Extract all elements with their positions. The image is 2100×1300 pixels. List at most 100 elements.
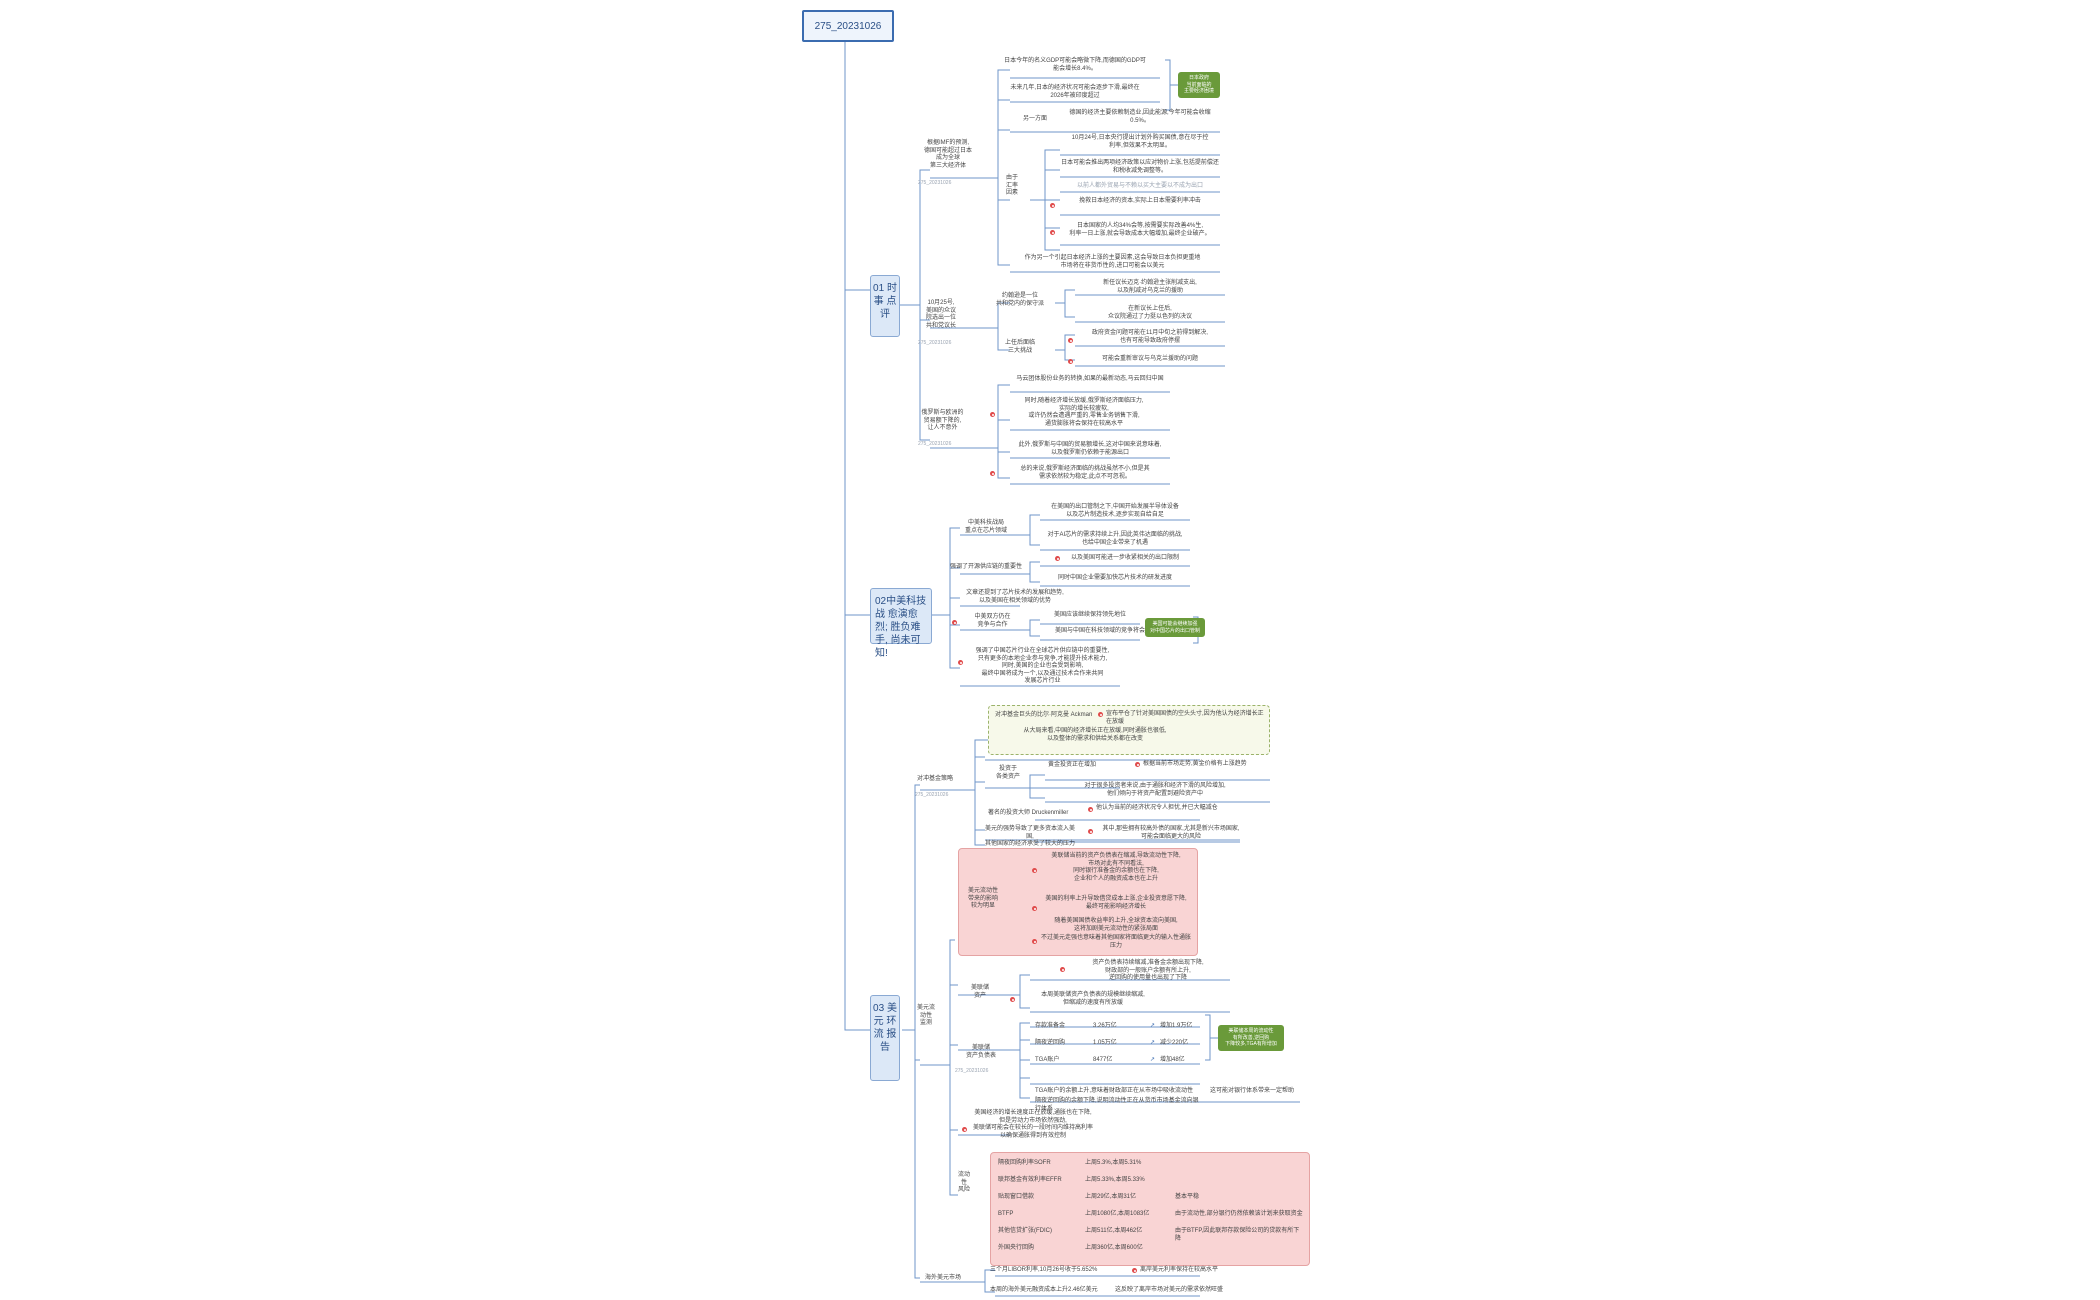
s1-t1-item-4[interactable]: 日本可能会推出两项经济政策以应对物价上涨,包括提前偿还 和税收减免调整等。	[1061, 160, 1219, 174]
s3-t1-item-7[interactable]: 著名的投资大师 Druckenmiller	[988, 810, 1069, 816]
s3-t1-item-1[interactable]: 宣布平仓了针对美国国债的空头头寸,因为他认为经济增长正在放缓	[1106, 711, 1264, 725]
s2-label-0[interactable]: 中美科技战局 重点在芯片领域	[964, 520, 1007, 534]
s1-t2-item-1[interactable]: 在新议长上任后, 众议院通过了力挺以色列的决议	[1107, 306, 1192, 320]
s3-liq-c-item-1[interactable]: 隔夜逆回购的余额下降,说明流动性正在从货币市场基金流向银行体系	[1035, 1098, 1199, 1112]
risk-row-key[interactable]: 外国央行回购	[998, 1245, 1035, 1251]
s3-last-item-0[interactable]: 三个月LIBOR利率,10月26号收于5.652%	[990, 1267, 1098, 1273]
s3-red1-item-0[interactable]: 美联储当前的资产负债表在缩减,导致流动性下降, 市场对此有不同看法, 同时银行准…	[1051, 853, 1181, 882]
s1-t2-item-0[interactable]: 新任议长迈克·约翰逊主张削减支出, 以及削减对乌克兰的援助	[1103, 280, 1197, 294]
risk-row-value[interactable]: 上周511亿,本周462亿	[1085, 1228, 1143, 1234]
s2-item-6[interactable]: 强调了中国芯片行业在全球芯片供应链中的重要性, 只有更多的本地企业参与竞争,才能…	[975, 648, 1110, 684]
s3-table-tag[interactable]: 美联储本周的流动性 有所改善,逆回购 下降较多,TGA有所增加	[1218, 1025, 1284, 1051]
s3-topic-1[interactable]: 对冲基金策略	[916, 776, 953, 782]
s2-item-2[interactable]: 以及美国可能进一步收紧相关的出口限制	[1070, 555, 1179, 561]
s2-label-3[interactable]: 中美双方仍在 竞争与合作	[974, 614, 1011, 628]
s3-t1-item-5[interactable]: 根据当前市场走势,黄金价格有上涨趋势	[1143, 761, 1247, 767]
risk-row-value[interactable]: 上周5.33%,本周5.33%	[1085, 1177, 1145, 1183]
s1-t1-label-1[interactable]: 由于 汇率 因素	[1005, 175, 1018, 196]
s3-red2-label[interactable]: 流动 性 风险	[957, 1172, 970, 1193]
section-02[interactable]: 02中美科技战 愈演愈烈; 胜负难手, 尚未可知!	[870, 588, 932, 659]
table-row-key[interactable]: TGA账户	[1035, 1057, 1060, 1063]
s2-item-1[interactable]: 对于AI芯片的需求持续上升,因此英伟达面临的挑战, 也给中国企业带来了机遇	[1047, 532, 1183, 546]
s2-label-2[interactable]: 文章还提到了芯片技术的发展和趋势, 以及美国在相关领域的优势	[966, 590, 1064, 604]
s1-t2-label-0[interactable]: 约翰逊是一位 共和党内的保守派	[995, 293, 1044, 307]
s2-item-3[interactable]: 同时中国企业需要加快芯片技术的研发进度	[1057, 575, 1172, 581]
s1-t1-item-0[interactable]: 日本今年的名义GDP可能会略微下降,而德国的GDP可 能会增长8.4%。	[1004, 58, 1146, 72]
priority-icon	[990, 471, 995, 476]
s1-t1-item-7[interactable]: 日本国家的人均34%会等,按需要实际改善4%生, 利率一日上涨,就会导致成本大幅…	[1069, 223, 1211, 237]
s1-topic-2[interactable]: 10月25号, 美国的众议 院选出一位 共和党议长	[925, 300, 956, 329]
risk-row-key[interactable]: 贴现窗口借款	[998, 1194, 1035, 1200]
s3-t1-item-8[interactable]: 他认为当前的经济状况令人担忧,并已大幅减仓	[1096, 805, 1218, 811]
s3-liq-b[interactable]: 美联储 资产负债表	[965, 1045, 996, 1059]
s3-red1-item-2[interactable]: 随着美国国债收益率的上升,全球资本流向美国, 这将加剧美元流动性的紧张局面	[1054, 918, 1178, 932]
s1-t3-item-1[interactable]: 同时,随着经济增长放缓,俄罗斯经济面临压力, 实际的增长较疲软, 或许仍然会遭遇…	[1024, 398, 1144, 427]
s2-item-4[interactable]: 美国应该继续保持领先地位	[1053, 612, 1126, 618]
s3-t1-item-2[interactable]: 从大局来看,中国的经济增长正在放缓,同时通胀也很低, 以及整体的需求和供给关系都…	[1023, 728, 1167, 742]
table-row-value[interactable]: 8477亿	[1093, 1057, 1113, 1063]
s1-topic-1[interactable]: 根据IMF的预测, 德国可能超过日本 成为全球 第三大经济体	[923, 140, 972, 169]
s1-t1-item-1[interactable]: 未来几年,日本的经济状况可能会逐步下滑,最终在 2026年被印度超过	[1010, 85, 1140, 99]
table-row-key[interactable]: 存款准备金	[1035, 1023, 1066, 1029]
risk-row-value[interactable]: 上周5.3%,本周5.31%	[1085, 1160, 1142, 1166]
table-row-value[interactable]: 1.05万亿	[1093, 1040, 1117, 1046]
s1-t1-item-2[interactable]: 德国的经济主要依赖制造业,因此能源,今年可能会收缩 0.5%。	[1069, 110, 1211, 124]
section-03[interactable]: 03 美 元 环 流 报 告	[870, 995, 900, 1081]
s2-item-5[interactable]: 美国与中国在科技领域的竞争将会越来越激烈	[1054, 628, 1175, 634]
risk-row-key[interactable]: BTFP	[998, 1211, 1014, 1217]
s1-t2-label-1[interactable]: 上任后面临 三大挑战	[1004, 340, 1035, 354]
s3-t1-item-4[interactable]: 黄金投资正在增加	[1048, 762, 1097, 768]
s2-side-tag[interactable]: 美国可能会继续加强 对中国芯片的出口管制	[1145, 618, 1205, 637]
s2-label-1[interactable]: 强调了开源供应链的重要性	[950, 564, 1023, 570]
s3-topic-last[interactable]: 海外美元市场	[924, 1275, 961, 1281]
s1-t3-item-2[interactable]: 此外,俄罗斯与中国的贸易额增长,这对中国来说意味着, 以及俄罗斯仍依赖于能源出口	[1018, 442, 1162, 456]
s3-last-item-1[interactable]: 离岸美元利率保持在较高水平	[1140, 1267, 1219, 1273]
s1-t1-label-0[interactable]: 另一方面	[1022, 116, 1047, 122]
s3-liq-a-item-1[interactable]: 本周美联储资产负债表的规模继续缩减, 但缩减的速度有所放缓	[1041, 992, 1145, 1006]
s1-topic-3[interactable]: 俄罗斯与欧洲的 贸易额下降的, 让人不意外	[921, 410, 964, 431]
table-row-delta[interactable]: 增加48亿	[1160, 1057, 1185, 1063]
s3-misc[interactable]: 美国经济的增长速度正在放缓,通胀也在下降, 但是劳动力市场依然强劲, 美联储可能…	[972, 1110, 1093, 1139]
s3-liq-a-item-0[interactable]: 资产负债表持续缩减,准备金余额出现下降, 财政部的一般账户余额有所上升, 逆回购…	[1092, 960, 1204, 981]
s1-t2-item-3[interactable]: 可能会重新审议与乌克兰援助的问题	[1101, 356, 1198, 362]
s1-t3-item-3[interactable]: 总的来说,俄罗斯经济面临的挑战虽然不小,但是其 需求依然较为稳定,此点不可忽视。	[1020, 466, 1150, 480]
table-row-key[interactable]: 隔夜逆回购	[1035, 1040, 1066, 1046]
s3-t1-item-0[interactable]: 对冲基金巨头的比尔·阿克曼 Ackman	[995, 712, 1093, 718]
s3-liq-c-item-2[interactable]: 这可能对银行体系带来一定帮助	[1210, 1088, 1295, 1094]
risk-row-key[interactable]: 其他信贷扩张(FDIC)	[998, 1228, 1052, 1234]
s3-red1-label[interactable]: 美元流动性 带来的影响 较为明显	[967, 888, 998, 909]
table-row-delta[interactable]: 增加1.9万亿	[1160, 1023, 1193, 1029]
s3-t1-item-10[interactable]: 其中,那些拥有较高外债的国家,尤其是新兴市场国家, 可能会面临更大的风险	[1102, 826, 1240, 840]
table-row-delta[interactable]: 减少220亿	[1160, 1040, 1189, 1046]
risk-row-value[interactable]: 上周360亿,本周600亿	[1085, 1245, 1143, 1251]
s3-t1-item-3[interactable]: 投资于 各类资产	[995, 766, 1020, 780]
s1-t1-item-3[interactable]: 10月24号,日本央行提出计划外购买国债,意在尽于控 利率,但效果不太明显。	[1071, 135, 1209, 149]
risk-row-note[interactable]: 由于流动性,部分银行仍然依赖该计划来获取资金	[1175, 1211, 1303, 1217]
s1-t3-item-0[interactable]: 马云团体股份业务的转换,如果的最新动态,马云回归中国	[1016, 376, 1164, 382]
s3-liq-a[interactable]: 美联储 资产	[970, 985, 989, 999]
risk-row-value[interactable]: 上周29亿,本周31亿	[1085, 1194, 1137, 1200]
s2-item-0[interactable]: 在美国的出口管制之下,中国开始发展半导体设备 以及芯片制造技术,逐步实现自给自足	[1051, 504, 1179, 518]
s3-last-item-2[interactable]: 本周的海外美元融资成本上升2.46亿美元	[990, 1287, 1098, 1293]
s3-red1-item-1[interactable]: 美国的利率上升导致借贷成本上涨,企业投资意愿下降, 最终可能影响经济增长	[1045, 896, 1187, 910]
risk-row-note[interactable]: 基本平稳	[1175, 1194, 1200, 1200]
section-01[interactable]: 01 时 事 点 评	[870, 275, 900, 337]
s1-t1-item-6[interactable]: 挽救日本经济的资本,实际上日本需要利率冲击	[1079, 198, 1201, 204]
s3-last-item-3[interactable]: 这反映了离岸市场对美元的需求依然旺盛	[1115, 1287, 1224, 1293]
s3-liq-c-item-0[interactable]: TGA账户的余额上升,意味着财政部正在从市场中吸收流动性	[1035, 1088, 1194, 1094]
s3-t1-item-6[interactable]: 对于很多投资者来说,由于通胀和经济下滑的风险增加, 他们倾向于将资产配置到避险资…	[1084, 783, 1226, 797]
risk-row-key[interactable]: 联邦基金有效利率EFFR	[998, 1177, 1062, 1183]
risk-row-value[interactable]: 上周1080亿,本周1083亿	[1085, 1211, 1150, 1217]
root-node[interactable]: 275_20231026	[802, 10, 894, 42]
s3-t1-item-9[interactable]: 美元的强势导致了更多资本流入美国, 其他国家的经济承受了较大的压力	[985, 826, 1076, 847]
s1-t1-side-tag[interactable]: 日本政府 当前面临的 主要经济困境	[1178, 72, 1220, 98]
s3-red1-item-3[interactable]: 不过美元走强也意味着其他国家将面临更大的输入性通胀压力	[1040, 935, 1191, 949]
s3-liq-label[interactable]: 美元流 动性 监测	[916, 1005, 935, 1026]
risk-row-note[interactable]: 由于BTFP,因此联邦存款保险公司的贷款有所下降	[1175, 1228, 1300, 1242]
table-row-value[interactable]: 3.26万亿	[1093, 1023, 1117, 1029]
risk-row-key[interactable]: 隔夜回购利率SOFR	[998, 1160, 1051, 1166]
s1-t1-item-8[interactable]: 作为另一个引起日本经济上涨的主要因素,这会导致日本负担更重地 市场将在非货币性的…	[1024, 255, 1201, 269]
s1-t2-item-2[interactable]: 政府资金问题可能在11月中旬之前得到解决, 也有可能导致政府停摆	[1092, 330, 1208, 344]
s1-t1-item-5[interactable]: 以前人都外贸易与不赖以买大主要以不成为出口	[1076, 183, 1203, 189]
